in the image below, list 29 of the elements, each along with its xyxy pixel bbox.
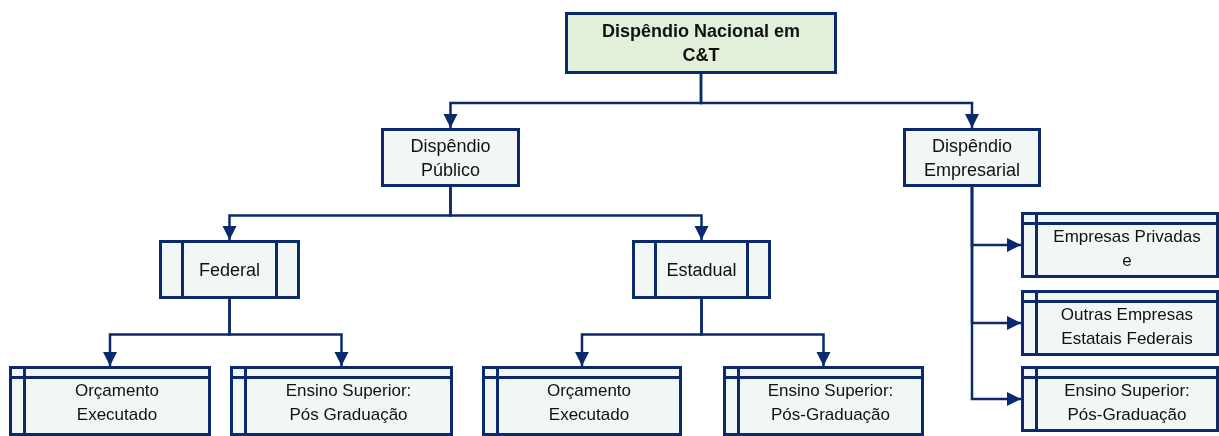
node-label: Ensino Superior: Pós-Graduação (766, 380, 895, 426)
node-label: Empresas Privadas e (1052, 226, 1202, 272)
node-label: Dispêndio Público (409, 134, 492, 182)
category-box (230, 366, 453, 436)
arrow (699, 74, 979, 128)
category-box (1021, 366, 1219, 432)
category-box (903, 128, 1041, 187)
node-label: Orçamento Executado (545, 380, 633, 426)
node-label: Dispêndio Empresarial (923, 134, 1021, 182)
title-label: Dispêndio Nacional em C&T (600, 20, 801, 67)
arrow (228, 299, 349, 366)
node-label: Orçamento Executado (73, 380, 161, 426)
category-box (1021, 212, 1219, 278)
category-box (381, 128, 520, 187)
node-label: Federal (198, 258, 261, 282)
arrow (700, 299, 831, 366)
arrow (449, 187, 709, 240)
category-box (565, 12, 837, 74)
category-box (482, 366, 682, 436)
node-label: Ensino Superior: Pós-Graduação (1063, 380, 1191, 426)
node-label: Outras Empresas Estatais Federais (1059, 304, 1195, 350)
node-label: Ensino Superior: Pós Graduação (284, 380, 413, 426)
category-box (1021, 290, 1219, 356)
category-box (9, 366, 211, 436)
arrow (970, 187, 1021, 406)
node-label: Estadual (665, 258, 738, 282)
category-box (723, 366, 924, 436)
process-box (159, 240, 300, 299)
process-box (632, 240, 771, 299)
